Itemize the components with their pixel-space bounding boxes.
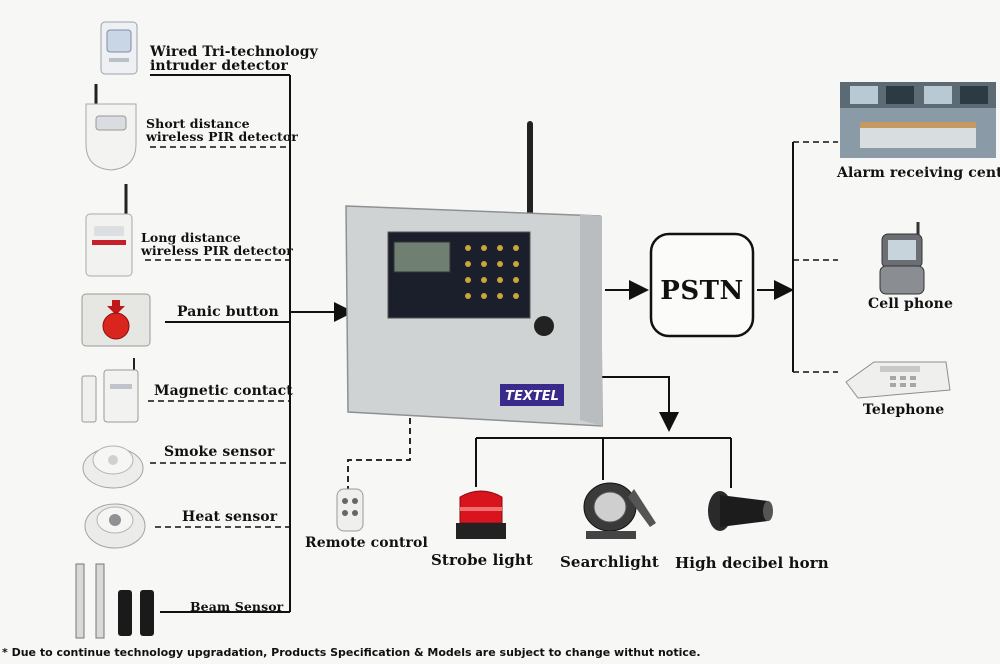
magnetic-contact-label: Magnetic contact: [154, 383, 293, 399]
tri-tech-detector-icon: [100, 21, 138, 75]
heat-sensor-icon: [84, 503, 146, 549]
panel-brand-logo: TEXTEL: [505, 389, 559, 404]
horn-icon: [708, 491, 773, 531]
alarm-center-photo-icon: [840, 82, 996, 158]
smoke-sensor-icon: [82, 445, 144, 489]
remote-to-panel-arrow: [347, 396, 419, 492]
remote-control-icon: [336, 488, 364, 532]
magnetic-contact-icon: [81, 358, 139, 423]
pstn-label: PSTN: [660, 276, 744, 306]
short-pir-detector-icon: [85, 84, 137, 171]
telephone-label: Telephone: [863, 402, 945, 418]
short-pir-detector-label: Short distance wireless PIR detector: [146, 116, 298, 144]
strobe-light-label: Strobe light: [431, 551, 533, 569]
panel-to-sirens-arrow: [597, 376, 679, 432]
beam-sensor-icon: [75, 563, 154, 639]
long-pir-detector-label: Long distance wireless PIR detector: [141, 230, 293, 258]
smoke-sensor-label: Smoke sensor: [164, 444, 275, 460]
tri-tech-detector-label: Wired Tri-technology intruder detector: [150, 44, 318, 74]
searchlight-label: Searchlight: [560, 553, 659, 571]
searchlight-icon: [583, 482, 656, 539]
beam-sensor-label: Beam Sensor: [190, 599, 284, 614]
panic-button-label: Panic button: [177, 304, 279, 320]
pstn-box: [649, 232, 755, 338]
heat-sensor-label: Heat sensor: [182, 509, 278, 525]
footnote: * Due to continue technology upgradation…: [2, 646, 701, 659]
cell-phone-label: Cell phone: [868, 296, 953, 312]
remote-control-label: Remote control: [305, 535, 428, 551]
alarm-center-label: Alarm receiving center: [837, 165, 1000, 181]
telephone-icon: [845, 361, 951, 399]
strobe-light-icon: [456, 490, 506, 539]
horn-label: High decibel horn: [675, 554, 829, 572]
cell-phone-icon: [879, 222, 925, 295]
panic-button-icon: [81, 293, 151, 347]
long-pir-detector-icon: [85, 184, 133, 277]
alarm-control-panel: [345, 121, 603, 427]
